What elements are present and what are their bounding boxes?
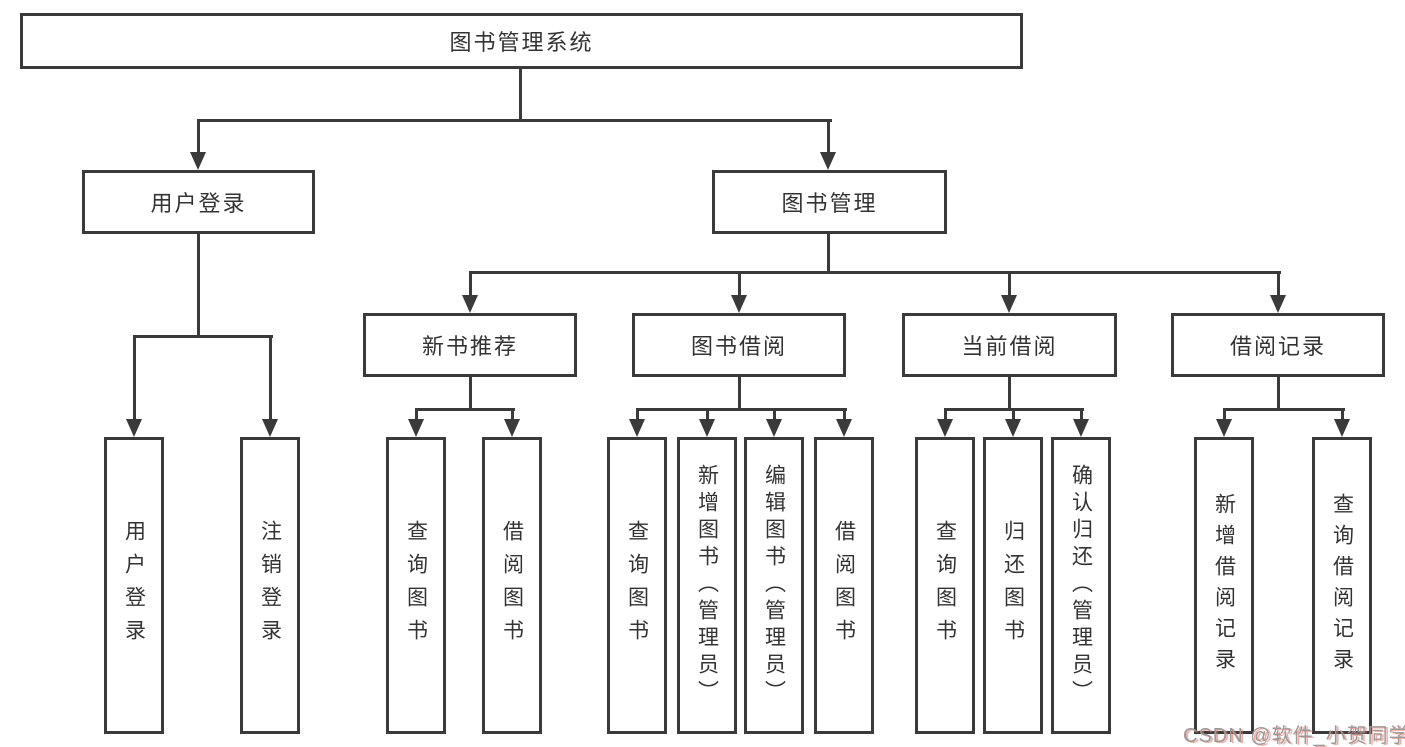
connector-borrowing-stem-2: [706, 408, 709, 419]
arrow-down-icon: [629, 419, 645, 437]
connector-bookmgmt-hline: [469, 271, 1281, 274]
leaf-query-borrow-record: 查询借阅记录: [1312, 437, 1372, 734]
arrow-down-icon: [462, 295, 478, 313]
leaf-borrow-books-recommend: 借阅图书: [482, 437, 542, 734]
arrow-down-icon: [1005, 419, 1021, 437]
connector-root-stem-right: [827, 119, 830, 154]
connector-bookmgmt-stem-2: [738, 271, 741, 295]
connector-root-vline: [519, 69, 522, 119]
leaf-borrow-books: 借阅图书: [814, 437, 874, 734]
arrow-down-icon: [731, 295, 747, 313]
connector-bookmgmt-stem-3: [1008, 271, 1011, 295]
connector-borrowing-stem-3: [773, 408, 776, 419]
connector-bookmgmt-vline: [827, 234, 830, 271]
connector-recommend-stem-1: [415, 408, 418, 419]
connector-current-vline: [1008, 377, 1011, 408]
connector-recommend-vline: [469, 377, 472, 408]
arrow-down-icon: [820, 152, 836, 170]
arrow-down-icon: [1334, 419, 1350, 437]
arrow-down-icon: [504, 419, 520, 437]
connector-recommend-hline: [415, 408, 515, 411]
leaf-add-borrow-record: 新增借阅记录: [1194, 437, 1254, 734]
arrow-down-icon: [699, 419, 715, 437]
connector-borrowing-hline: [636, 408, 847, 411]
connector-borrowing-vline: [738, 377, 741, 408]
connector-borrowing-stem-1: [636, 408, 639, 419]
leaf-return-books: 归还图书: [983, 437, 1043, 734]
node-current-borrowing: 当前借阅: [902, 313, 1117, 377]
connector-root-hline: [197, 119, 832, 122]
leaf-logout: 注销登录: [240, 437, 300, 734]
leaf-edit-books-admin: 编辑图书（管理员）: [744, 437, 804, 734]
arrow-down-icon: [262, 419, 278, 437]
connector-borrowing-stem-4: [843, 408, 846, 419]
arrow-down-icon: [1270, 295, 1286, 313]
arrow-down-icon: [836, 419, 852, 437]
arrow-down-icon: [1001, 295, 1017, 313]
connector-records-hline: [1223, 408, 1345, 411]
connector-records-stem-1: [1223, 408, 1226, 419]
connector-recommend-stem-2: [511, 408, 514, 419]
leaf-query-books-recommend: 查询图书: [386, 437, 446, 734]
node-book-management: 图书管理: [712, 170, 947, 234]
connector-userlogin-stem-2: [269, 335, 272, 419]
arrow-down-icon: [1216, 419, 1232, 437]
leaf-query-books-current: 查询图书: [915, 437, 975, 734]
connector-userlogin-vline: [197, 234, 200, 335]
arrow-down-icon: [126, 419, 142, 437]
csdn-watermark: CSDN @软件_小贺同学: [1183, 725, 1405, 747]
connector-root-stem-left: [197, 119, 200, 154]
leaf-query-books-borrow: 查询图书: [607, 437, 667, 734]
connector-userlogin-hline: [133, 335, 273, 338]
connector-current-stem-3: [1080, 408, 1083, 419]
node-new-book-recommendation: 新书推荐: [363, 313, 577, 377]
arrow-down-icon: [937, 419, 953, 437]
arrow-down-icon: [766, 419, 782, 437]
connector-current-stem-2: [1012, 408, 1015, 419]
arrow-down-icon: [1073, 419, 1089, 437]
connector-records-stem-2: [1341, 408, 1344, 419]
connector-bookmgmt-stem-4: [1277, 271, 1280, 295]
node-user-login: 用户登录: [82, 170, 315, 234]
arrow-down-icon: [408, 419, 424, 437]
node-book-borrowing: 图书借阅: [632, 313, 846, 377]
connector-records-vline: [1277, 377, 1280, 408]
node-library-management-system: 图书管理系统: [20, 13, 1023, 69]
leaf-user-login: 用户登录: [104, 437, 164, 734]
connector-userlogin-stem-1: [133, 335, 136, 419]
leaf-add-books-admin: 新增图书（管理员）: [677, 437, 737, 734]
arrow-down-icon: [190, 152, 206, 170]
connector-current-stem-1: [944, 408, 947, 419]
connector-bookmgmt-stem-1: [469, 271, 472, 295]
leaf-confirm-return-admin: 确认归还（管理员）: [1051, 437, 1111, 734]
node-borrowing-records: 借阅记录: [1171, 313, 1385, 377]
